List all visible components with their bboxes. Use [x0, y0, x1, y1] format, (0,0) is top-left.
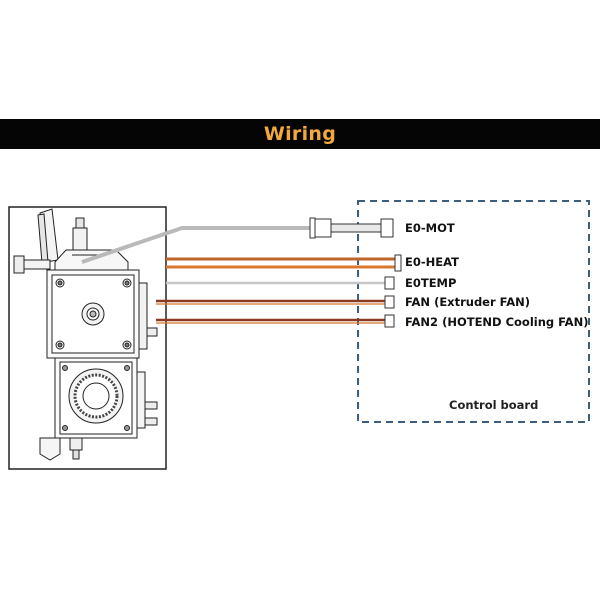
- label-e0temp: E0TEMP: [405, 276, 456, 290]
- extruder-assembly: [8, 206, 167, 470]
- label-fan: FAN (Extruder FAN): [405, 295, 530, 309]
- connector-e0-mot: [309, 217, 394, 239]
- header-title: Wiring: [263, 123, 337, 145]
- connectors: [309, 217, 402, 328]
- connector-e0-heat: [394, 254, 402, 272]
- wires: [81, 226, 395, 324]
- control-board-label: Control board: [449, 398, 538, 412]
- wire-e0-mot: [81, 226, 310, 264]
- connector-e0temp: [384, 276, 395, 290]
- header-bar: Wiring: [0, 119, 600, 149]
- connector-fan: [384, 295, 395, 309]
- label-fan2: FAN2 (HOTEND Cooling FAN): [405, 315, 588, 329]
- label-e0-mot: E0-MOT: [405, 221, 455, 235]
- control-board-outline: [357, 200, 590, 423]
- connector-fan2: [384, 314, 395, 328]
- label-e0-heat: E0-HEAT: [405, 255, 459, 269]
